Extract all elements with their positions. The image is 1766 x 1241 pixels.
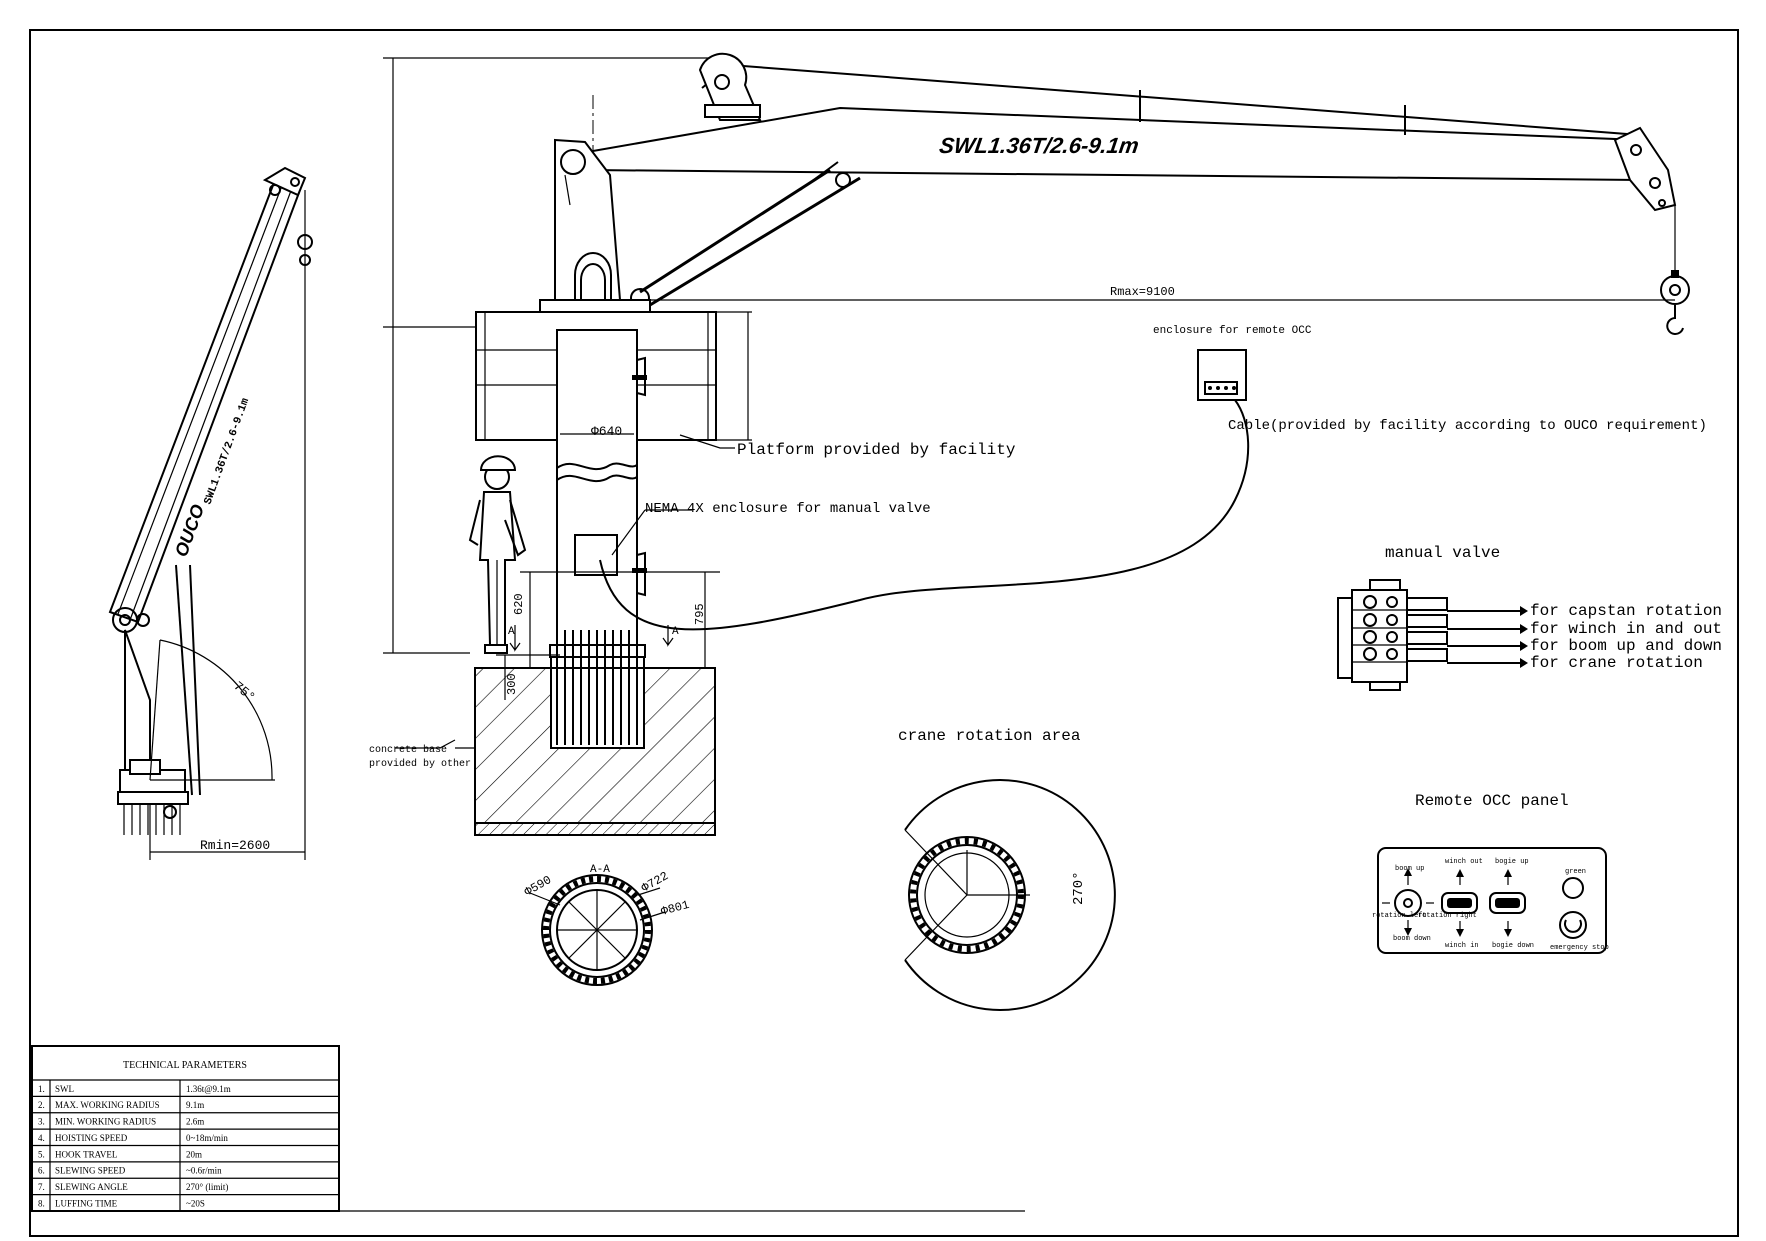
table-cell-value: 1.36t@9.1m [186,1084,231,1094]
table-cell-no: 5. [38,1149,45,1159]
table-cell-value: ~0.6r/min [186,1166,222,1176]
joystick-icon [1394,889,1422,917]
section-d590: Φ590 [522,873,554,900]
table-cell-name: SLEWING SPEED [55,1166,126,1176]
remote-occ-panel [1377,847,1607,954]
label-rotation-left: rotation left [1372,912,1427,920]
label-boom-up: boom up [1395,865,1424,873]
concrete-note-line1: concrete base [369,744,447,756]
table-cell-no: 8. [38,1198,45,1208]
dim-620: 620 [512,593,526,615]
table-cell-value: 20m [186,1149,202,1159]
table-cell-value: 0~18m/min [186,1133,228,1143]
label-bogie-down: bogie down [1492,942,1534,950]
manual-valve-title: manual valve [1385,544,1500,562]
table-cell-name: SWL [55,1084,74,1094]
column-diameter: Φ640 [591,424,622,439]
section-d722: Φ722 [639,869,671,896]
green-lamp-icon [1562,877,1584,899]
bogie-button-icon [1489,892,1526,914]
rotation-area-title: crane rotation area [898,727,1081,745]
manual-valve-diagram [1337,579,1528,691]
tech-table-title: TECHNICAL PARAMETERS [123,1060,247,1071]
dim-795: 795 [693,603,707,625]
label-green: green [1565,868,1586,876]
table-cell-value: 9.1m [186,1100,204,1110]
table-cell-no: 2. [38,1100,45,1110]
label-winch-out: winch out [1445,858,1483,866]
rotation-area-diagram [904,779,1116,1011]
table-cell-name: HOISTING SPEED [55,1133,128,1143]
remote-panel-title: Remote OCC panel [1415,792,1569,810]
label-emergency-stop: emergency stop [1550,944,1609,952]
table-cell-no: 3. [38,1117,45,1127]
emergency-stop-icon [1559,911,1587,939]
tech-table-rows: 1. SWL 1.36t@9.1m 2. MAX. WORKING RADIUS 9.1m… [32,1084,339,1208]
table-cell-no: 1. [38,1084,45,1094]
rmin-label: Rmin=2600 [200,838,270,853]
table-cell-name: MIN. WORKING RADIUS [55,1117,156,1127]
drawing-frame [29,29,1739,1237]
boom-swl-label: SWL1.36T/2.6-9.1m [938,133,1141,158]
table-cell-no: 4. [38,1133,45,1143]
section-a-a [529,874,666,986]
table-cell-no: 7. [38,1182,45,1192]
label-winch-in: winch in [1445,942,1479,950]
label-boom-down: boom down [1393,935,1431,943]
table-cell-name: SLEWING ANGLE [55,1182,128,1192]
platform-note: Platform provided by facility [737,441,1016,459]
remote-occ-enclosure-label: enclosure for remote OCC [1153,325,1312,337]
valve-item-4: for crane rotation [1530,654,1703,672]
valve-item-1: for capstan rotation [1530,602,1722,620]
table-cell-name: LUFFING TIME [55,1198,118,1208]
section-d801: Φ801 [659,898,690,919]
table-cell-no: 6. [38,1166,45,1176]
dim-300: 300 [505,673,519,695]
tech-params-table [31,1045,340,1212]
table-cell-value: ~20S [186,1198,205,1208]
nema-note: NEMA 4X enclosure for manual valve [645,501,931,517]
cable-note: Cable(provided by facility according to … [1228,418,1707,434]
valve-item-2: for winch in and out [1530,620,1722,638]
section-marker-left: A [508,626,515,638]
table-cell-value: 2.6m [186,1117,204,1127]
rmax-label: Rmax=9100 [1110,285,1175,299]
main-elevation [383,52,1690,836]
rotation-angle: 270° [1071,871,1087,905]
valve-item-3: for boom up and down [1530,637,1722,655]
section-marker-right: A [672,626,679,638]
section-title: A-A [590,864,610,876]
label-rotation-right: rotation right [1418,912,1477,920]
table-cell-name: MAX. WORKING RADIUS [55,1100,160,1110]
concrete-note-line2: provided by other [369,758,471,770]
side-view-crane [108,166,313,860]
worker-figure [468,455,527,654]
table-cell-name: HOOK TRAVEL [55,1149,117,1159]
winch-button-icon [1441,892,1478,914]
table-cell-value: 270° (limit) [186,1182,228,1192]
label-bogie-up: bogie up [1495,858,1529,866]
